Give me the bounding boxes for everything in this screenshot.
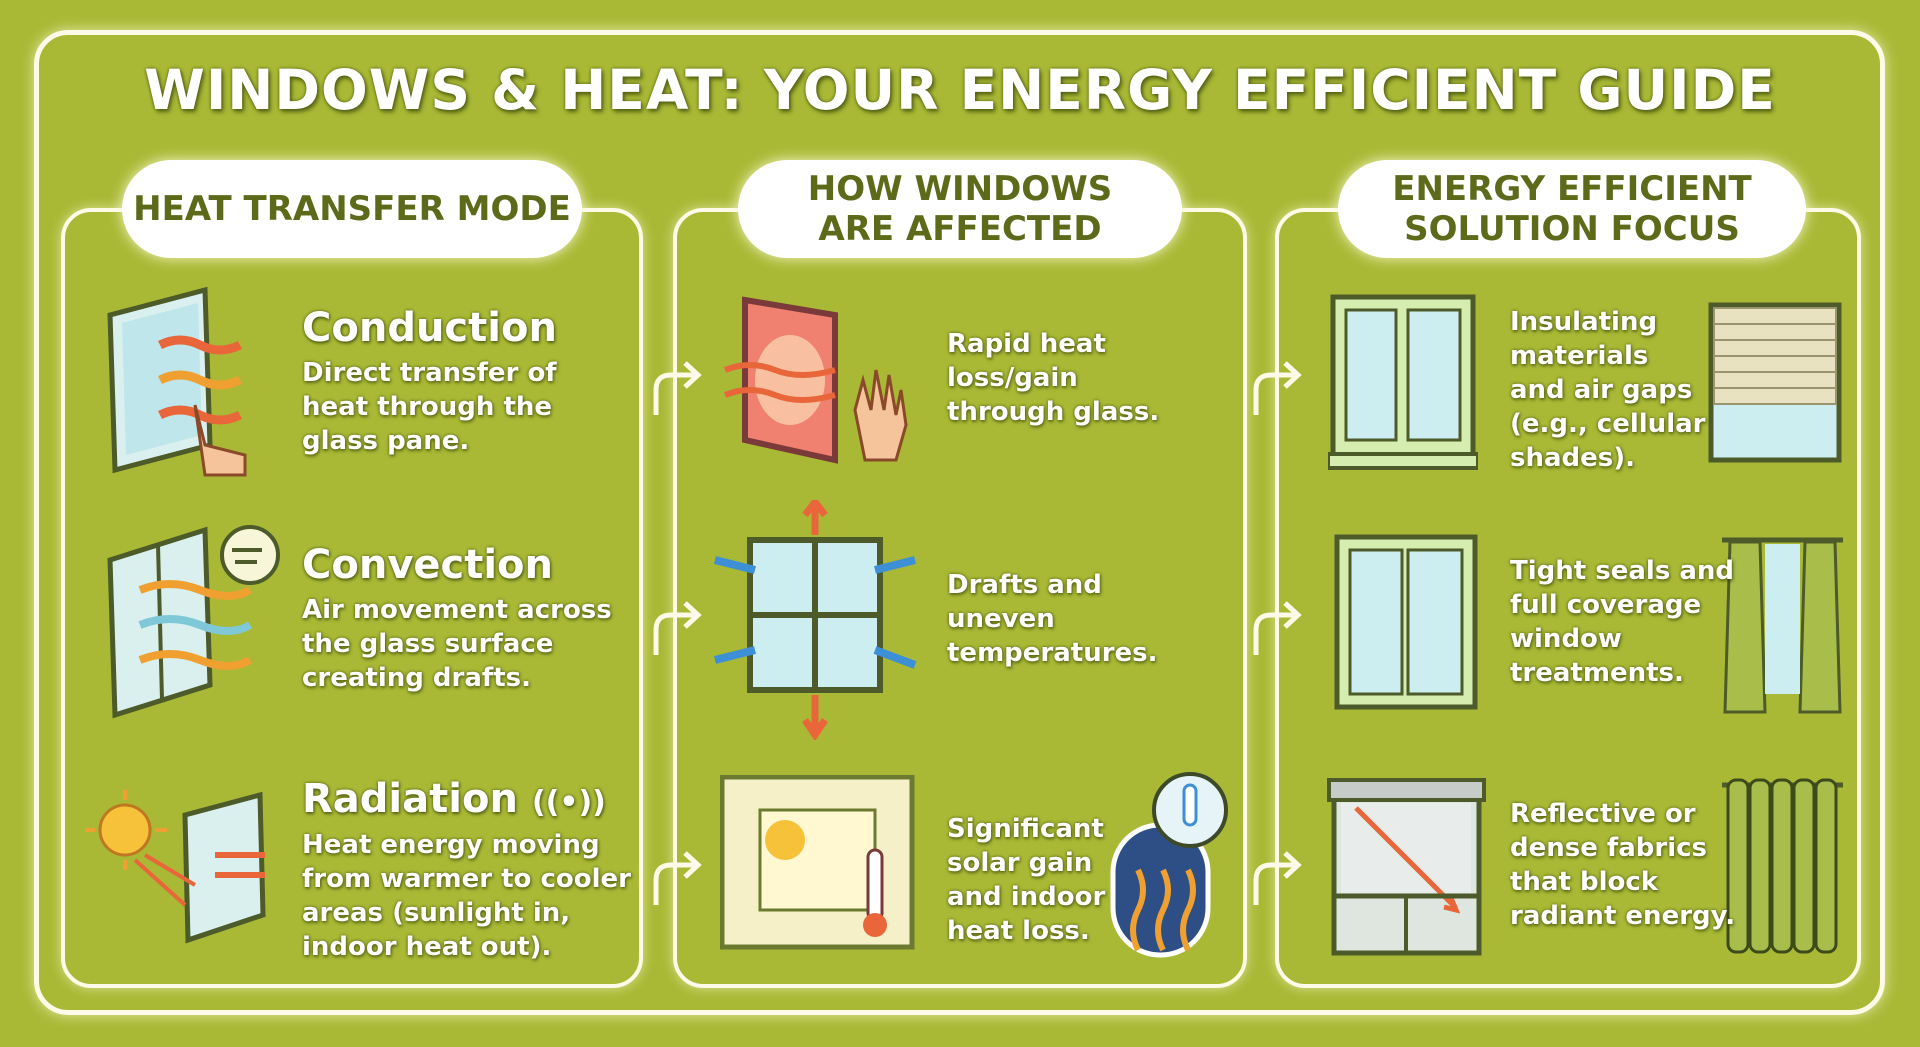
conduction-window-icon xyxy=(107,286,247,477)
text-line: that block xyxy=(1510,867,1659,897)
effect-text-convection: Drafts and uneven temperatures. xyxy=(947,568,1158,670)
arrow-right-icon xyxy=(653,851,702,905)
convection-window-icon xyxy=(107,525,280,719)
arrow-right-icon xyxy=(653,601,702,655)
text-line: Direct transfer of xyxy=(302,358,557,388)
cellular-shade-icon xyxy=(1708,302,1842,463)
arrow-right-icon xyxy=(653,361,702,415)
text-line: glass pane. xyxy=(302,426,470,456)
double-pane-window-icon xyxy=(1328,294,1478,470)
text-line: heat loss. xyxy=(947,916,1090,946)
curtains-icon xyxy=(1722,537,1843,714)
hot-window-hand-icon xyxy=(723,296,908,464)
text-line: treatments. xyxy=(1510,658,1684,688)
text-line: the glass surface xyxy=(302,629,554,659)
text-line: through glass. xyxy=(947,397,1160,427)
text-line: and air gaps xyxy=(1510,375,1693,405)
arrow-right-icon xyxy=(1253,601,1302,655)
text-line: Insulating xyxy=(1510,307,1658,337)
text-line: indoor heat out). xyxy=(302,932,552,962)
header-solution-focus: ENERGY EFFICIENT SOLUTION FOCUS xyxy=(1338,160,1806,258)
dense-curtain-icon xyxy=(1722,778,1843,954)
header-how-windows-affected: HOW WINDOWS ARE AFFECTED xyxy=(738,160,1182,258)
text-line: Air movement across xyxy=(302,595,612,625)
text-line: temperatures. xyxy=(947,638,1158,668)
header-line: SOLUTION FOCUS xyxy=(1404,209,1740,249)
sunny-room-thermometer-icon xyxy=(720,775,915,950)
arrow-right-icon xyxy=(1253,851,1302,905)
night-heat-loss-icon xyxy=(1110,772,1228,958)
text-line: uneven xyxy=(947,604,1055,634)
solution-text-seals: Tight seals and full coverage window treatm… xyxy=(1510,554,1734,690)
drafty-window-icon xyxy=(714,500,917,740)
mode-title-conduction: Conduction xyxy=(302,305,557,351)
mode-title-convection: Convection xyxy=(302,542,554,588)
mode-text-convection: Air movement across the glass surface crea… xyxy=(302,593,612,695)
sun-icon xyxy=(98,803,152,857)
text-line: dense fabrics xyxy=(1510,833,1708,863)
text-line: heat through the xyxy=(302,392,553,422)
sealed-sliding-window-icon xyxy=(1334,534,1478,710)
text-line: Significant xyxy=(947,814,1104,844)
reflective-roller-shade-icon xyxy=(1327,778,1486,956)
text-line: from warmer to cooler xyxy=(302,864,631,894)
page-title: WINDOWS & HEAT: YOUR ENERGY EFFICIENT GU… xyxy=(144,58,1776,122)
mode-text-conduction: Direct transfer of heat through the glass … xyxy=(302,356,557,458)
mode-title-radiation: Radiation ((•)) xyxy=(302,776,606,822)
radiation-waves-icon: ((•)) xyxy=(531,785,606,820)
header-line: ENERGY EFFICIENT xyxy=(1392,169,1752,209)
text-line: areas (sunlight in, xyxy=(302,898,571,928)
wind-icon xyxy=(220,525,280,585)
text-line: window xyxy=(1510,624,1622,654)
text-line: and indoor xyxy=(947,882,1106,912)
text-line: Drafts and xyxy=(947,570,1102,600)
mode-text-radiation: Heat energy moving from warmer to cooler a… xyxy=(302,828,631,964)
header-heat-transfer-mode: HEAT TRANSFER MODE xyxy=(122,160,582,258)
header-line: ARE AFFECTED xyxy=(818,209,1102,249)
text-line: Rapid heat xyxy=(947,329,1106,359)
text-line: shades). xyxy=(1510,443,1636,473)
text-line: solar gain xyxy=(947,848,1093,878)
outer-frame xyxy=(34,30,1885,1015)
text-line: materials xyxy=(1510,341,1649,371)
header-line: HOW WINDOWS xyxy=(807,169,1113,209)
text-line: creating drafts. xyxy=(302,663,531,693)
text-line: Tight seals and xyxy=(1510,556,1735,586)
radiation-sun-window-icon xyxy=(85,790,266,944)
header-line: HEAT TRANSFER MODE xyxy=(133,189,571,229)
text-line: (e.g., cellular xyxy=(1510,409,1706,439)
solution-text-insulating: Insulating materials and air gaps (e.g., ce… xyxy=(1510,305,1705,475)
text-line: radiant energy. xyxy=(1510,901,1736,931)
text-line: full coverage xyxy=(1510,590,1702,620)
radiation-title-text: Radiation xyxy=(302,776,518,822)
text-line: Heat energy moving xyxy=(302,830,600,860)
effect-text-radiation: Significant solar gain and indoor heat loss… xyxy=(947,812,1105,948)
arrow-right-icon xyxy=(1253,361,1302,415)
text-line: loss/gain xyxy=(947,363,1078,393)
effect-text-conduction: Rapid heat loss/gain through glass. xyxy=(947,327,1159,429)
text-line: Reflective or xyxy=(1510,799,1696,829)
thermometer-icon xyxy=(866,848,884,922)
solution-text-reflective: Reflective or dense fabrics that block radi… xyxy=(1510,797,1735,933)
